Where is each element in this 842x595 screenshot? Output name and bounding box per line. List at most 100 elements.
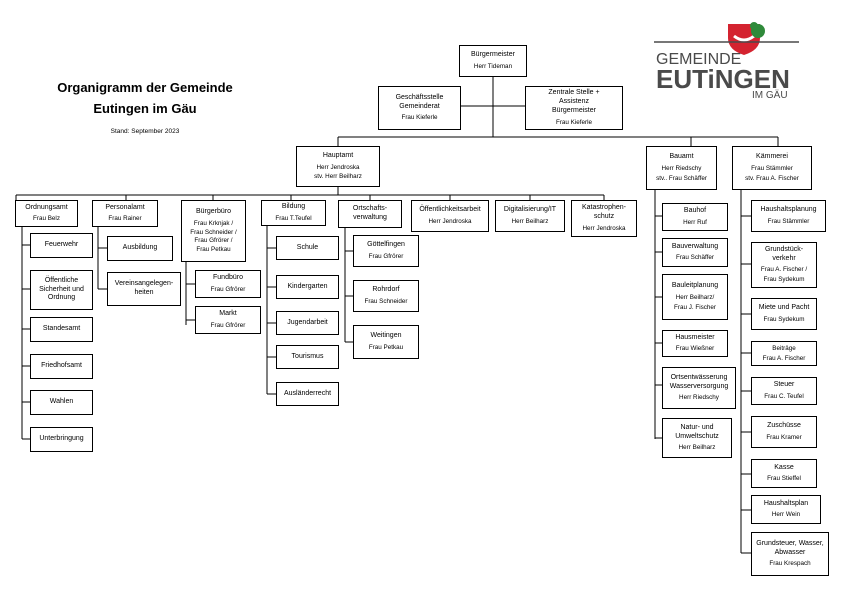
ortsentwaesserung-box: Ortsentwässerung Wasserversorgung Herr R…: [662, 367, 736, 409]
bauverwaltung-box: Bauverwaltung Frau Schäffer: [662, 238, 728, 267]
hauptamt-box: Hauptamt Herr Jendroska stv. Herr Beilha…: [296, 146, 380, 187]
zuschuesse-box: Zuschüsse Frau Kramer: [751, 416, 817, 448]
haushaltsplanung-title: Haushaltsplanung: [760, 206, 817, 214]
hausmeister-title: Hausmeister: [675, 333, 715, 341]
geschaeftsstelle-title-2: Gemeinderat: [399, 102, 440, 110]
ortsentwaesserung-title: Ortsentwässerung Wasserversorgung: [669, 373, 729, 390]
bauamt-name: Herr Riedschy: [661, 165, 702, 173]
grundstueckverkehr-name-1: Frau A. Fischer /: [760, 266, 808, 274]
buergerbuero-name-3: Frau Gfrörer /: [194, 237, 233, 245]
jugendarbeit-label: Jugendarbeit: [287, 318, 328, 326]
oeffentlichkeitsarbeit-title: Öffentlichkeitsarbeit: [419, 206, 481, 214]
kindergarten-box: Kindergarten: [276, 275, 339, 299]
feuerwehr-label: Feuerwehr: [44, 241, 79, 249]
bauleitplanung-name-2: Frau J. Fischer: [674, 303, 716, 311]
haushaltsplanung-box: Haushaltsplanung Frau Stämmler: [751, 200, 826, 232]
buergermeister-box: Bürgermeister Herr Tideman: [459, 45, 527, 77]
bauamt-box: Bauamt Herr Riedschy stv.. Frau Schäffer: [646, 146, 717, 190]
ordnungsamt-box: Ordnungsamt Frau Belz: [15, 200, 78, 227]
bauverwaltung-name: Frau Schäffer: [675, 254, 715, 262]
natur-umweltschutz-box: Natur- und Umweltschutz Herr Beilharz: [662, 418, 732, 458]
zentrale-title-2: Assistenz: [559, 98, 589, 106]
haushaltsplanung-name: Frau Stämmler: [767, 217, 810, 225]
ortschaftsverwaltung-title-1: Ortschafts-: [352, 205, 388, 213]
stand-date: Stand: September 2023: [110, 128, 180, 135]
vereinsangelegenheiten-box: Vereinsangelegen-heiten: [107, 272, 181, 306]
grundsteuer-name: Frau Krespach: [769, 560, 811, 568]
grundsteuer-box: Grundsteuer, Wasser, Abwasser Frau Kresp…: [751, 532, 829, 576]
bauhof-name: Herr Ruf: [683, 218, 707, 226]
tourismus-box: Tourismus: [276, 345, 339, 369]
bauverwaltung-title: Bauverwaltung: [671, 242, 719, 250]
bildung-box: Bildung Frau T.Teufel: [261, 200, 326, 226]
markt-box: Markt Frau Gfrörer: [195, 306, 261, 334]
kasse-box: Kasse Frau Stieffel: [751, 459, 817, 488]
oeffentlichkeitsarbeit-name: Herr Jendroska: [428, 217, 472, 225]
steuer-box: Steuer Frau C. Teufel: [751, 377, 817, 405]
vereinsangelegenheiten-label: Vereinsangelegen-heiten: [114, 280, 174, 296]
hauptamt-name: Herr Jendroska: [316, 163, 360, 171]
rohrdorf-box: Rohrdorf Frau Schneider: [353, 280, 419, 312]
rohrdorf-title: Rohrdorf: [372, 286, 400, 294]
zentrale-title-3: Bürgermeister: [552, 106, 596, 114]
hauptamt-deputy: stv. Herr Beilharz: [314, 173, 362, 181]
buergerbuero-name-2: Frau Schneider /: [190, 228, 237, 236]
bildung-title: Bildung: [281, 203, 306, 211]
katastrophenschutz-title-1: Katastrophen-: [582, 204, 626, 212]
friedhofsamt-box: Friedhofsamt: [30, 354, 93, 379]
haushaltsplan-box: Haushaltsplan Herr Wein: [751, 495, 821, 524]
katastrophenschutz-box: Katastrophen- schutz Herr Jendroska: [571, 200, 637, 237]
ordnungsamt-title: Ordnungsamt: [25, 203, 68, 211]
beitraege-name: Frau A. Fischer: [762, 354, 806, 362]
logo-word-gemeinde: GEMEINDE: [656, 51, 741, 68]
katastrophenschutz-title-2: schutz: [593, 213, 615, 221]
schule-label: Schule: [296, 243, 319, 251]
unterbringung-label: Unterbringung: [39, 435, 84, 443]
personalamt-box: Personalamt Frau Rainer: [92, 200, 158, 227]
zentrale-title-1: Zentrale Stelle +: [548, 89, 600, 97]
bauleitplanung-name-1: Herr Beilharz/: [675, 294, 715, 302]
wahlen-label: Wahlen: [49, 398, 74, 406]
zuschuesse-name: Frau Kramer: [766, 433, 802, 441]
sicherheit-ordnung-box: Öffentliche Sicherheit und Ordnung: [30, 270, 93, 310]
kasse-title: Kasse: [774, 463, 794, 471]
kaemmerei-box: Kämmerei Frau Stämmler stv. Frau A. Fisc…: [732, 146, 812, 190]
beitraege-title: Beiträge: [772, 344, 796, 352]
buergerbuero-name-1: Frau Krknjak /: [193, 219, 234, 227]
buergermeister-name: Herr Tideman: [473, 62, 513, 70]
haushaltsplan-name: Herr Wein: [771, 511, 801, 519]
kaemmerei-deputy: stv. Frau A. Fischer: [745, 174, 799, 182]
buergerbuero-name-4: Frau Petkau: [196, 246, 231, 254]
digitalisierung-title: Digitalisierung/IT: [503, 206, 557, 214]
title-line-2: Eutingen im Gäu: [93, 101, 197, 116]
wahlen-box: Wahlen: [30, 390, 93, 415]
tourismus-label: Tourismus: [291, 352, 324, 360]
grundstueckverkehr-name-2: Frau Sydekum: [763, 276, 805, 284]
ortsentwaesserung-name: Herr Riedschy: [679, 394, 719, 402]
ordnungsamt-name: Frau Belz: [33, 215, 60, 223]
fundbuero-box: Fundbüro Frau Gfrörer: [195, 270, 261, 298]
buergermeister-title: Bürgermeister: [471, 51, 515, 59]
miete-pacht-title: Miete und Pacht: [758, 304, 810, 312]
zentrale-stelle-box: Zentrale Stelle + Assistenz Bürgermeiste…: [525, 86, 623, 130]
digitalisierung-box: Digitalisierung/IT Herr Beilharz: [495, 200, 565, 232]
geschaeftsstelle-title-1: Geschäftsstelle: [395, 93, 444, 101]
ortschaftsverwaltung-box: Ortschafts- verwaltung: [338, 200, 402, 228]
bauhof-title: Bauhof: [683, 207, 707, 215]
kaemmerei-title: Kämmerei: [756, 153, 788, 161]
hauptamt-title: Hauptamt: [322, 151, 354, 159]
hausmeister-name: Frau Wießner: [675, 345, 715, 353]
ortschaftsverwaltung-title-2: verwaltung: [353, 214, 387, 221]
weitingen-name: Frau Petkau: [368, 343, 404, 351]
zuschuesse-title: Zuschüsse: [767, 422, 801, 430]
logo-word-im-gaeu: IM GÄU: [752, 89, 788, 101]
geschaeftsstelle-box: Geschäftsstelle Gemeinderat Frau Kieferl…: [378, 86, 461, 130]
jugendarbeit-box: Jugendarbeit: [276, 311, 339, 335]
weitingen-title: Weitingen: [370, 332, 402, 340]
logo-word-eutingen: EUTiNGEN: [656, 64, 790, 94]
standesamt-label: Standesamt: [42, 325, 81, 333]
geschaeftsstelle-name: Frau Kieferle: [401, 114, 438, 122]
grundstueckverkehr-title: Grundstück-verkehr: [764, 245, 804, 262]
schule-box: Schule: [276, 236, 339, 260]
grundsteuer-title: Grundsteuer, Wasser, Abwasser: [756, 539, 824, 556]
